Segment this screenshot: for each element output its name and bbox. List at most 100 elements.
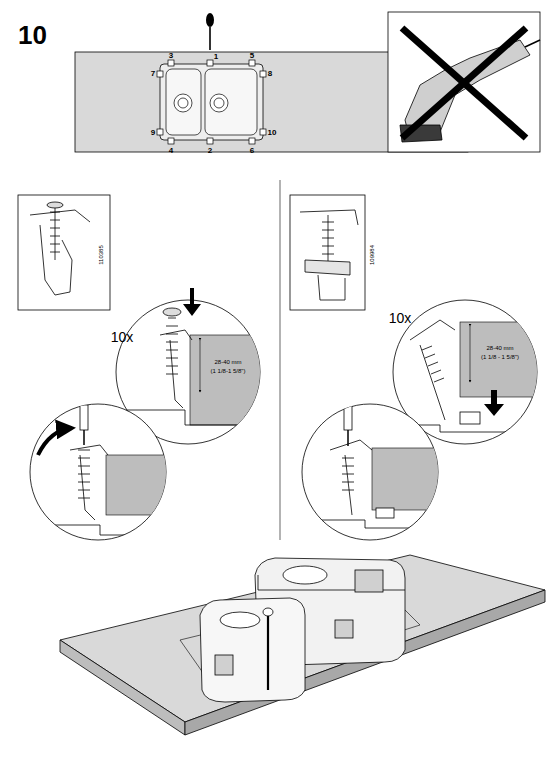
callout-number: 6 <box>250 147 254 155</box>
sink-3d <box>200 558 405 702</box>
clip-thumbnail-part <box>50 212 60 252</box>
callout-number: 8 <box>268 70 272 78</box>
sink-3d-part <box>267 615 269 690</box>
detail-circle-part-part <box>190 335 270 425</box>
detail-circle-part <box>110 308 270 425</box>
countertop-top-view-part <box>178 98 188 108</box>
sink-3d-part <box>283 566 327 584</box>
clip-thumbnail-part <box>318 275 345 300</box>
screwdriver-part <box>209 27 211 50</box>
clip-marker-part <box>157 71 163 77</box>
countertop-top-view-part <box>160 64 263 140</box>
clip-thumbnail-part <box>47 202 63 208</box>
callout-number: 5 <box>250 52 254 60</box>
callout-number: 3 <box>169 52 173 60</box>
clip-thumbnail <box>290 195 365 310</box>
detail-circle-part <box>40 405 176 535</box>
countertop-3d-part <box>60 640 185 735</box>
clip-marker-part <box>260 71 266 77</box>
clip-marker-part <box>249 60 255 66</box>
detail-circle-part-part <box>460 412 480 424</box>
detail-circle-part-part <box>163 308 181 316</box>
screwdriver <box>206 13 214 50</box>
detail-circle-part-part <box>347 430 349 446</box>
clip-marker-part <box>249 138 255 144</box>
detail-circle-part-part <box>200 340 201 392</box>
sink-3d-part <box>335 620 353 638</box>
detail-circle-part-part <box>342 458 354 490</box>
clip-marker-part <box>157 129 163 135</box>
callout-number: 4 <box>169 147 173 155</box>
detail-circle-part-part <box>70 445 108 520</box>
detail-circle-part-part <box>106 455 176 515</box>
clip-marker-part <box>168 60 174 66</box>
no-drill-box-part <box>525 40 540 47</box>
clip-thumbnail-part <box>322 222 334 262</box>
clip-thumbnail-part <box>300 210 358 225</box>
divider-line <box>280 180 281 540</box>
sink-3d-part <box>263 608 273 616</box>
dimension: 28-40 mm <box>214 359 241 365</box>
countertop-3d <box>60 555 545 735</box>
detail-circle-part-part <box>410 320 455 420</box>
step-number: 10 <box>18 22 47 48</box>
detail-circle-part-part <box>376 508 394 518</box>
clip-thumbnail-part <box>40 225 72 295</box>
screwdriver-part <box>206 13 214 27</box>
detail-circle-part <box>38 428 72 455</box>
detail-circle-part-part <box>300 520 440 528</box>
part-number: 109984 <box>369 245 375 265</box>
sink-3d-part <box>220 612 260 628</box>
callout-number: 2 <box>208 147 212 155</box>
clip-thumbnail-part <box>305 260 350 275</box>
countertop-top-view-part <box>166 69 201 135</box>
detail-circle-part-part <box>78 450 90 498</box>
no-drill-box-part <box>402 28 526 138</box>
detail-circle-part-part <box>344 405 352 430</box>
callout-number: 7 <box>151 70 155 78</box>
detail-circle-part-part <box>80 405 88 430</box>
detail-circle-part-part <box>40 525 170 535</box>
detail-circle-part-part <box>422 346 444 382</box>
detail-circle-part-part <box>83 430 85 445</box>
detail-circle <box>30 404 176 540</box>
detail-circle-part <box>300 405 442 528</box>
dimension: (1 1/8-1 5/8") <box>211 368 246 374</box>
no-drill-box-part <box>402 28 526 138</box>
detail-circle-part <box>390 320 545 432</box>
countertop-top-view-part <box>174 94 192 112</box>
detail-circle-part-part <box>330 440 372 515</box>
clip-thumbnail <box>18 195 110 310</box>
clip-marker-part <box>168 138 174 144</box>
sink-3d-part <box>215 655 233 675</box>
part-number: 110385 <box>98 245 104 265</box>
clip-marker-part <box>207 138 213 144</box>
clip-thumbnail-part <box>290 195 365 310</box>
clip-marker-part <box>207 60 213 66</box>
countertop-top-view-part <box>210 94 228 112</box>
detail-circle <box>300 404 442 540</box>
clip-marker-part <box>260 129 266 135</box>
detail-circle-part <box>183 288 201 316</box>
sink-3d-part <box>200 598 305 702</box>
callout-number: 9 <box>151 129 155 137</box>
clip-thumbnail-part <box>18 195 110 310</box>
countertop-top-view-part <box>205 69 257 135</box>
dimension: 28-40 mm <box>486 345 513 351</box>
callout-number: 10 <box>268 129 277 137</box>
no-drill-box-part <box>388 12 540 152</box>
detail-circle-part-part <box>372 448 442 510</box>
detail-circle-part-part <box>460 322 545 397</box>
no-drill-box <box>388 12 540 152</box>
quantity: 10x <box>111 330 134 344</box>
quantity: 10x <box>389 311 412 325</box>
dimension: (1 1/8 - 1 5/8") <box>481 354 519 360</box>
callout-number: 1 <box>214 53 218 61</box>
countertop-top-view-part <box>214 98 224 108</box>
detail-circle-part <box>484 390 504 416</box>
sink-3d-part <box>355 570 383 592</box>
detail-circle-part-part <box>470 326 471 382</box>
